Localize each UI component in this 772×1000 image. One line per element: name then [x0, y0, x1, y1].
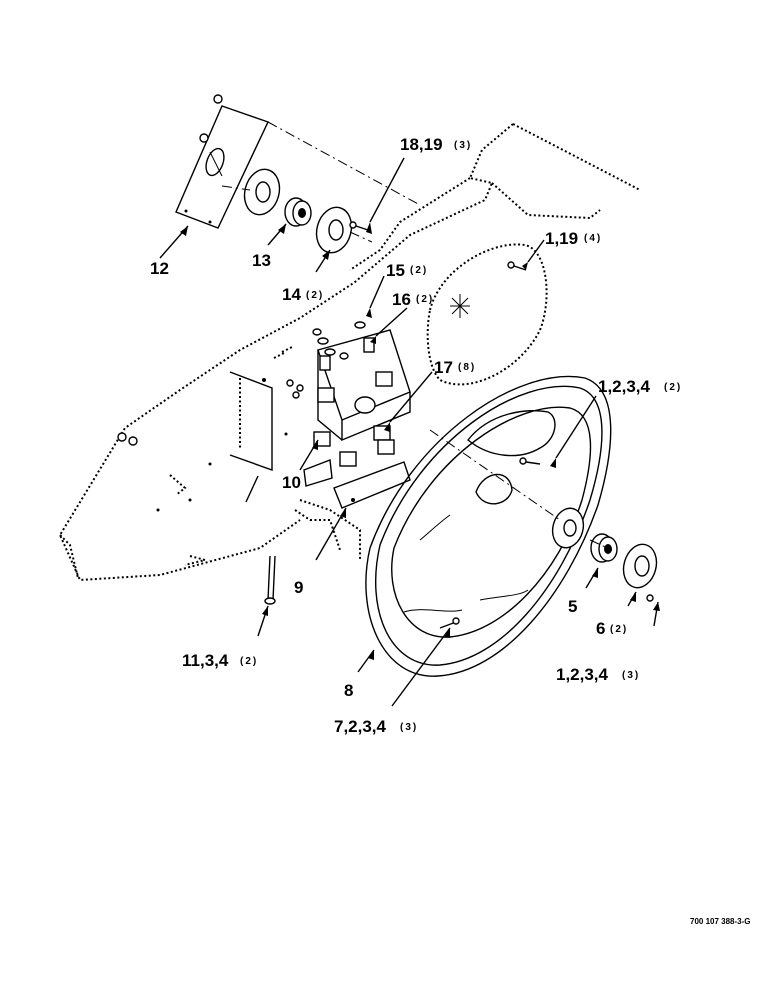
rubber-mount — [317, 387, 335, 403]
callout-12-label: 12 — [150, 259, 169, 278]
callout-1-19-qty: (4) — [584, 233, 602, 244]
callout-1-2-3-4-lower-label: 1,2,3,4 — [556, 665, 609, 684]
rubber-mount — [339, 451, 357, 467]
rubber-mount — [375, 371, 393, 387]
callout-10-label: 10 — [282, 473, 301, 492]
callout-15-qty: (2) — [410, 265, 428, 276]
bearing-plate — [175, 105, 269, 229]
callout-labels: 12 13 14 (2) 18,19 (3) 15 (2) 16 (2) 1,1… — [150, 135, 751, 926]
callout-11-3-4-qty: (2) — [240, 656, 258, 667]
callout-7-2-3-4-label: 7,2,3,4 — [334, 717, 387, 736]
callout-15-label: 15 — [386, 261, 405, 280]
callout-1-2-3-4-lower-qty: (3) — [622, 670, 640, 681]
callout-6-qty: (2) — [610, 624, 628, 635]
callout-9-label: 9 — [294, 578, 303, 597]
callout-1-2-3-4-upper-qty: (2) — [664, 382, 682, 393]
callout-13-label: 13 — [252, 251, 271, 270]
callout-1-19-label: 1,19 — [545, 229, 578, 248]
callout-11-3-4-label: 11,3,4 — [182, 651, 229, 670]
lower-bearing-group — [429, 429, 658, 602]
callout-16-qty: (2) — [416, 294, 434, 305]
upper-bearing-group — [175, 94, 421, 254]
callout-8-label: 8 — [344, 681, 353, 700]
rubber-mount — [377, 439, 395, 455]
callout-6-label: 6 — [596, 619, 605, 638]
mounting-bracket — [117, 321, 411, 509]
callout-14-qty: (2) — [306, 290, 324, 301]
callout-17-label: 17 — [434, 358, 453, 377]
leader-lines — [159, 157, 660, 707]
frame-housing — [58, 123, 641, 582]
callout-17-qty: (8) — [458, 362, 476, 373]
callout-16-label: 16 — [392, 290, 411, 309]
callout-18-19-label: 18,19 — [400, 135, 443, 154]
bolts — [245, 261, 541, 605]
callout-1-2-3-4-upper-label: 1,2,3,4 — [598, 377, 651, 396]
drawing-number: 700 107 388-3-G — [690, 917, 751, 926]
callout-14-label: 14 — [282, 285, 301, 304]
callout-18-19-qty: (3) — [454, 140, 472, 151]
callout-7-2-3-4-qty: (3) — [400, 722, 418, 733]
callout-5-label: 5 — [568, 597, 577, 616]
pulley — [365, 375, 612, 677]
